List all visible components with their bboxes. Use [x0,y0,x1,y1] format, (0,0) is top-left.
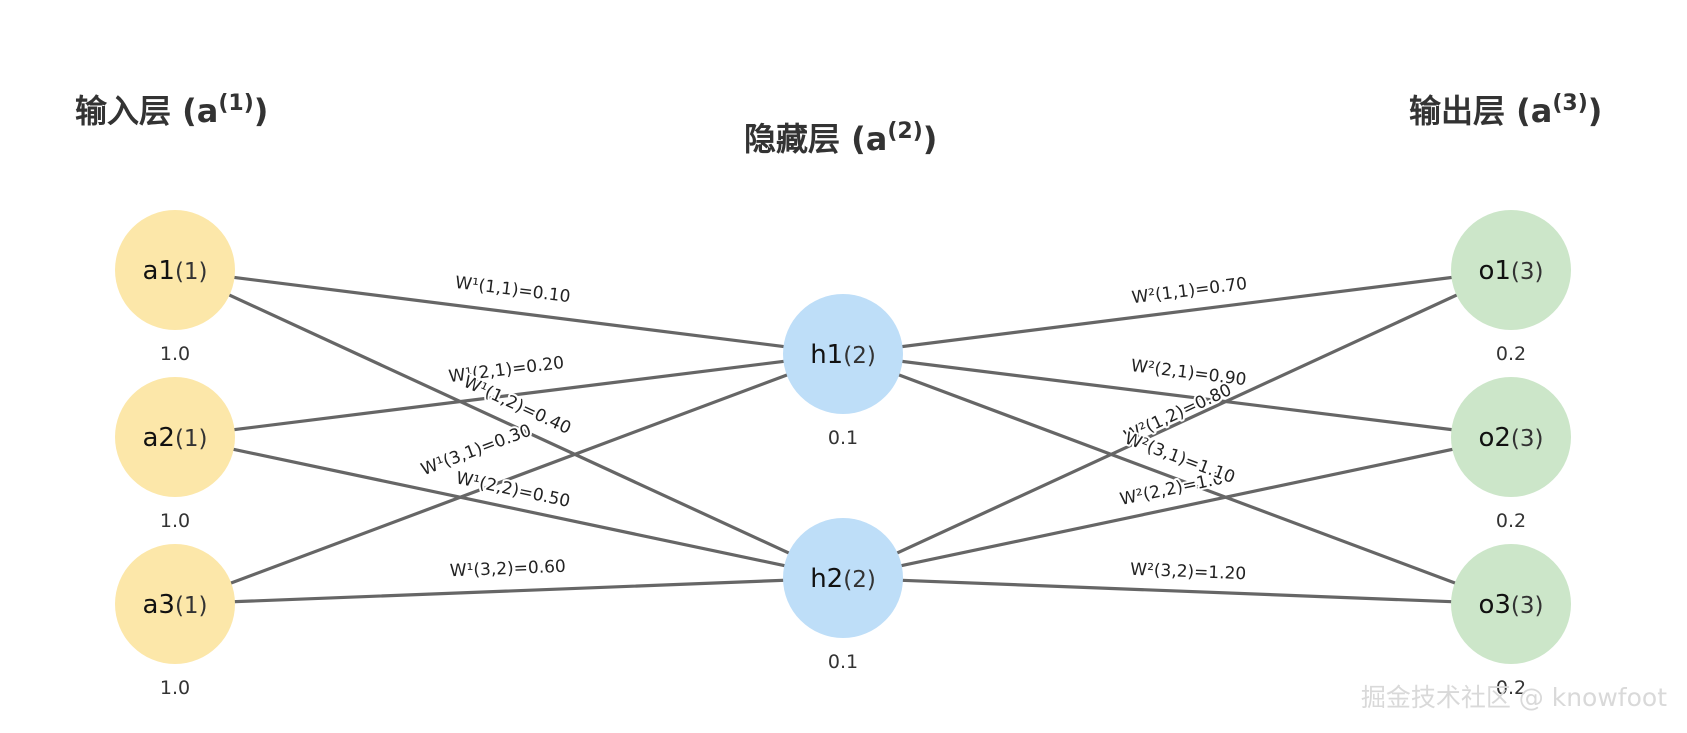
node-value: 1.0 [160,510,190,532]
nodes-layer: a1(1) 1.0 a2(1) 1.0 a3(1) 1.0 h1(2) 0.1 h2(2) 0.1… [115,210,1571,699]
node-circle [1451,544,1571,664]
edges-layer [203,272,1483,605]
edge-a1-h2 [203,282,815,566]
node-label: o1(3) [1478,256,1543,286]
node-label: o3(3) [1478,590,1543,620]
node-circle [783,518,903,638]
edge-h1-o2 [871,356,1483,435]
output-layer-title: 输出层 (a(3)) [1409,91,1602,130]
node-value: 0.2 [1496,510,1526,532]
edge-label-h2-o3: W²(3,2)=1.20 [1130,560,1247,584]
node-circle [115,210,235,330]
node-value: 0.1 [828,427,858,449]
edge-label-a3-h1: W¹(3,1)=0.30 [418,421,534,480]
edge-h2-o2 [871,441,1483,574]
edge-a1-h1 [203,272,815,352]
node-h2: h2(2) 0.1 [783,518,903,673]
edge-label-a3-h2: W¹(3,2)=0.60 [449,557,566,581]
node-value: 1.0 [160,343,190,365]
node-circle [1451,377,1571,497]
node-label: o2(3) [1478,423,1543,453]
edge-h2-o1 [871,282,1483,566]
edge-h2-o3 [871,577,1483,605]
node-label: a1(1) [142,256,207,286]
input-layer-title: 输入层 (a(1)) [75,91,268,130]
edge-label-h1-o2: W²(2,1)=0.90 [1130,356,1248,390]
node-o2: o2(3) 0.2 [1451,377,1571,532]
node-label: h1(2) [810,340,876,370]
edge-a2-h1 [203,356,815,435]
node-circle [783,294,903,414]
node-circle [115,544,235,664]
node-o3: o3(3) 0.2 [1451,544,1571,699]
node-label: a3(1) [142,590,207,620]
node-label: h2(2) [810,564,876,594]
node-value: 0.1 [828,651,858,673]
node-a2: a2(1) 1.0 [115,377,235,532]
edge-label-a1-h1: W¹(1,1)=0.10 [454,273,572,307]
node-a1: a1(1) 1.0 [115,210,235,365]
edge-a3-h2 [203,577,815,605]
node-circle [1451,210,1571,330]
node-label: a2(1) [142,423,207,453]
edge-a2-h2 [203,441,815,574]
node-circle [115,377,235,497]
edge-h1-o1 [871,272,1483,352]
edge-a3-h1 [203,363,815,595]
edge-label-a2-h2: W¹(2,2)=0.50 [454,468,572,512]
edge-h1-o3 [871,363,1483,595]
node-value: 0.2 [1496,677,1526,699]
edge-label-h1-o1: W²(1,1)=0.70 [1131,274,1249,308]
node-h1: h1(2) 0.1 [783,294,903,449]
node-o1: o1(3) 0.2 [1451,210,1571,365]
hidden-layer-title: 隐藏层 (a(2)) [744,119,937,158]
node-a3: a3(1) 1.0 [115,544,235,699]
watermark: 掘金技术社区 @ knowfoot [1361,683,1667,712]
node-value: 0.2 [1496,343,1526,365]
node-value: 1.0 [160,677,190,699]
